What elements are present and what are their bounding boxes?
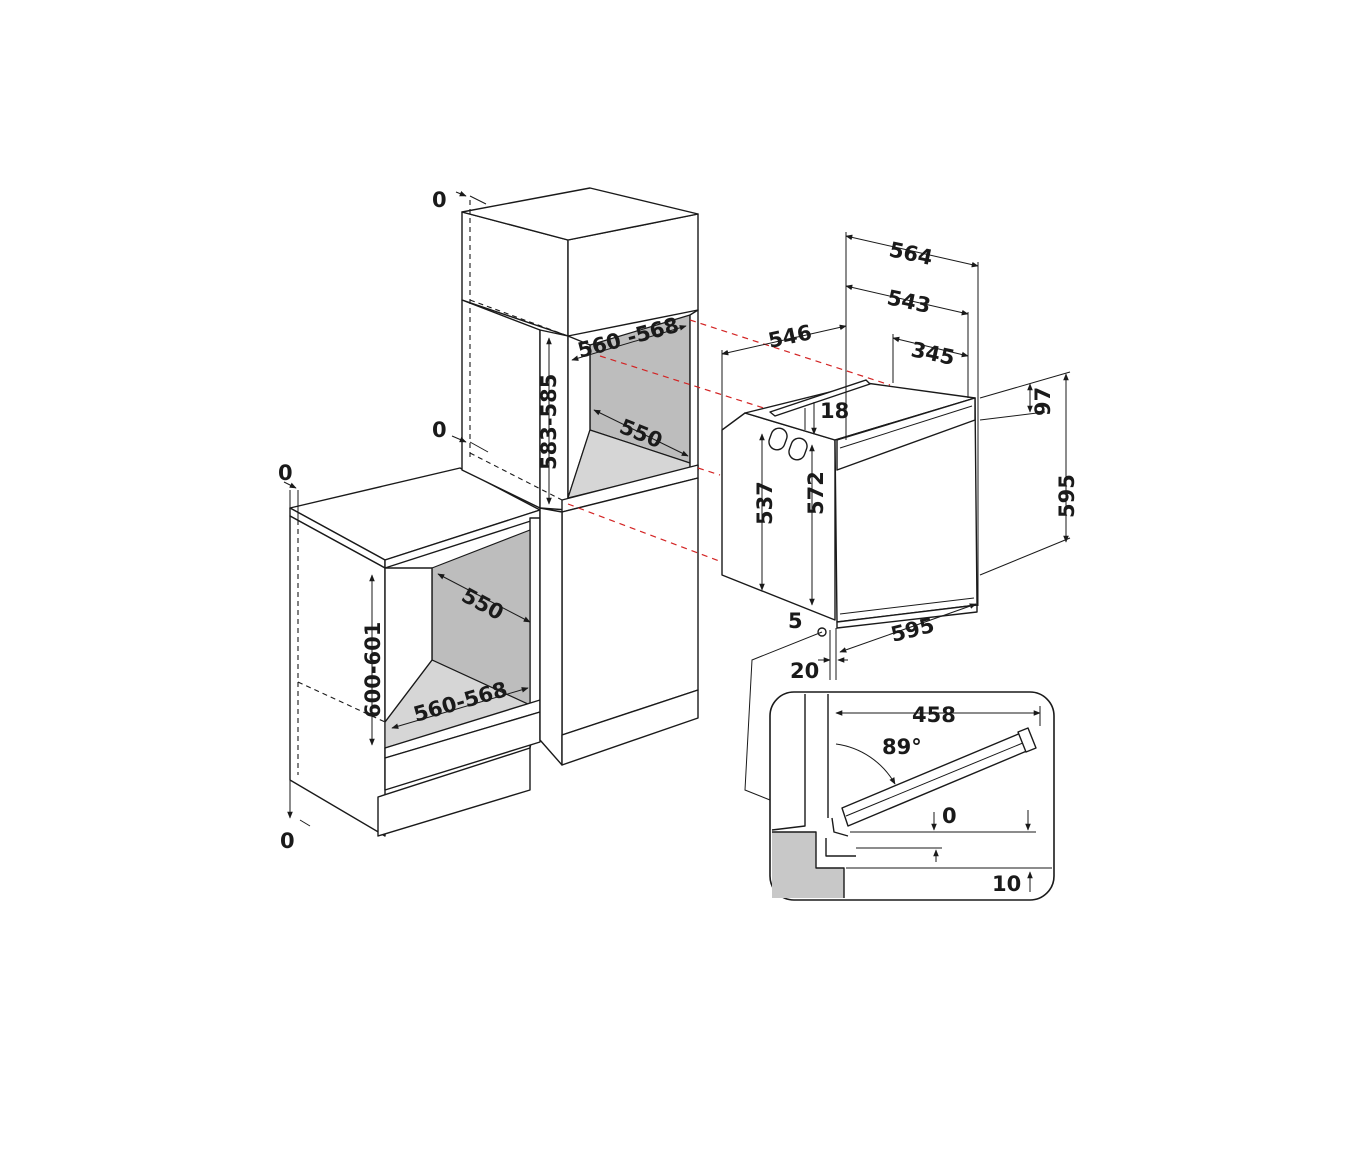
label-oven-total-depth: 564 [887,237,935,270]
label-left-top-zero: 0 [278,461,293,485]
label-tall-mid-zero: 0 [432,418,447,442]
label-oven-door-thickness: 20 [790,659,819,683]
label-detail-zero: 0 [942,804,957,828]
label-tall-height: 583-585 [537,374,561,470]
label-oven-panel-height: 97 [1031,387,1055,416]
label-oven-side-depth: 546 [766,320,814,353]
label-oven-total-height: 595 [1055,474,1079,518]
label-tall-top-zero: 0 [432,188,447,212]
label-oven-gap: 5 [788,609,803,633]
oven-unit [721,232,1071,801]
label-left-bottom-zero: 0 [280,829,295,853]
label-oven-body-height-a: 537 [753,481,777,525]
label-detail-door-length: 458 [912,703,956,727]
door-detail-inset [769,691,1055,901]
under-counter-cabinet [283,467,541,837]
label-detail-angle: 89° [882,735,922,759]
label-oven-front-offset: 18 [820,399,849,423]
label-detail-clearance: 10 [992,872,1021,896]
label-oven-body-depth: 543 [885,285,933,318]
tall-column-cabinet [451,187,699,766]
label-oven-body-height-b: 572 [804,471,828,515]
label-left-height: 600-601 [361,622,385,718]
label-oven-rear-depth: 345 [909,337,957,370]
